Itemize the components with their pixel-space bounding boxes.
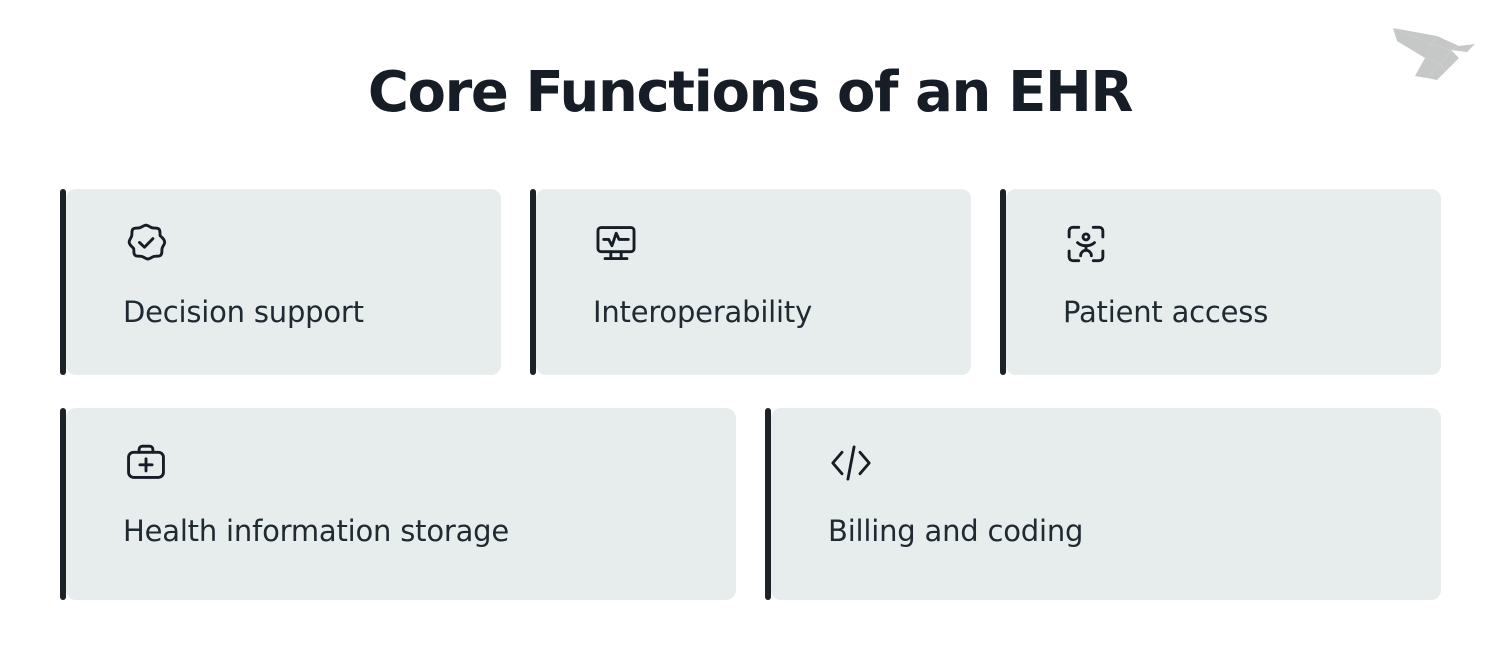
card-body: Patient access xyxy=(1006,189,1441,375)
medical-briefcase-icon xyxy=(123,440,169,486)
card-patient-access[interactable]: Patient access xyxy=(1000,189,1441,375)
card-body: Interoperability xyxy=(536,189,971,375)
card-body: Decision support xyxy=(66,189,501,375)
card-label: Decision support xyxy=(123,295,364,329)
person-scan-icon xyxy=(1063,221,1109,267)
card-billing-and-coding[interactable]: Billing and coding xyxy=(765,408,1441,600)
origami-bird-logo xyxy=(1385,14,1485,84)
card-accent-bar xyxy=(1000,189,1006,375)
card-body: Health information storage xyxy=(66,408,736,600)
monitor-heartbeat-icon xyxy=(593,221,639,267)
card-decision-support[interactable]: Decision support xyxy=(60,189,501,375)
card-interoperability[interactable]: Interoperability xyxy=(530,189,971,375)
card-label: Patient access xyxy=(1063,295,1269,329)
card-body: Billing and coding xyxy=(771,408,1441,600)
card-accent-bar xyxy=(60,408,66,600)
card-accent-bar xyxy=(530,189,536,375)
card-accent-bar xyxy=(60,189,66,375)
card-label: Billing and coding xyxy=(828,514,1084,548)
card-accent-bar xyxy=(765,408,771,600)
page-title: Core Functions of an EHR xyxy=(367,60,1134,125)
card-label: Interoperability xyxy=(593,295,813,329)
badge-check-icon xyxy=(123,221,169,267)
card-health-information-storage[interactable]: Health information storage xyxy=(60,408,736,600)
card-label: Health information storage xyxy=(123,514,510,548)
code-brackets-icon xyxy=(828,440,874,486)
